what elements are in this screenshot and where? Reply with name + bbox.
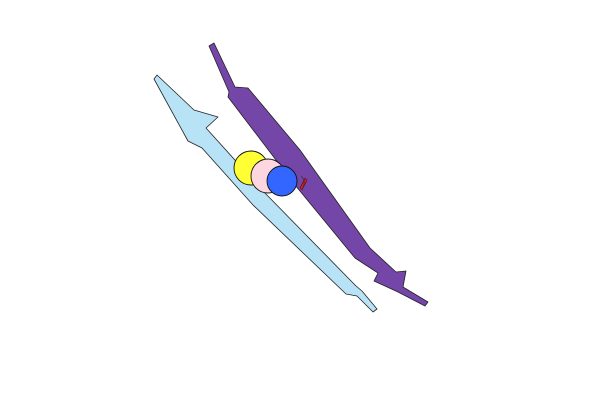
- ligand-atoms: [233, 150, 308, 197]
- blue-atom: [266, 165, 298, 197]
- light-blue-beta-strand: [153, 74, 378, 313]
